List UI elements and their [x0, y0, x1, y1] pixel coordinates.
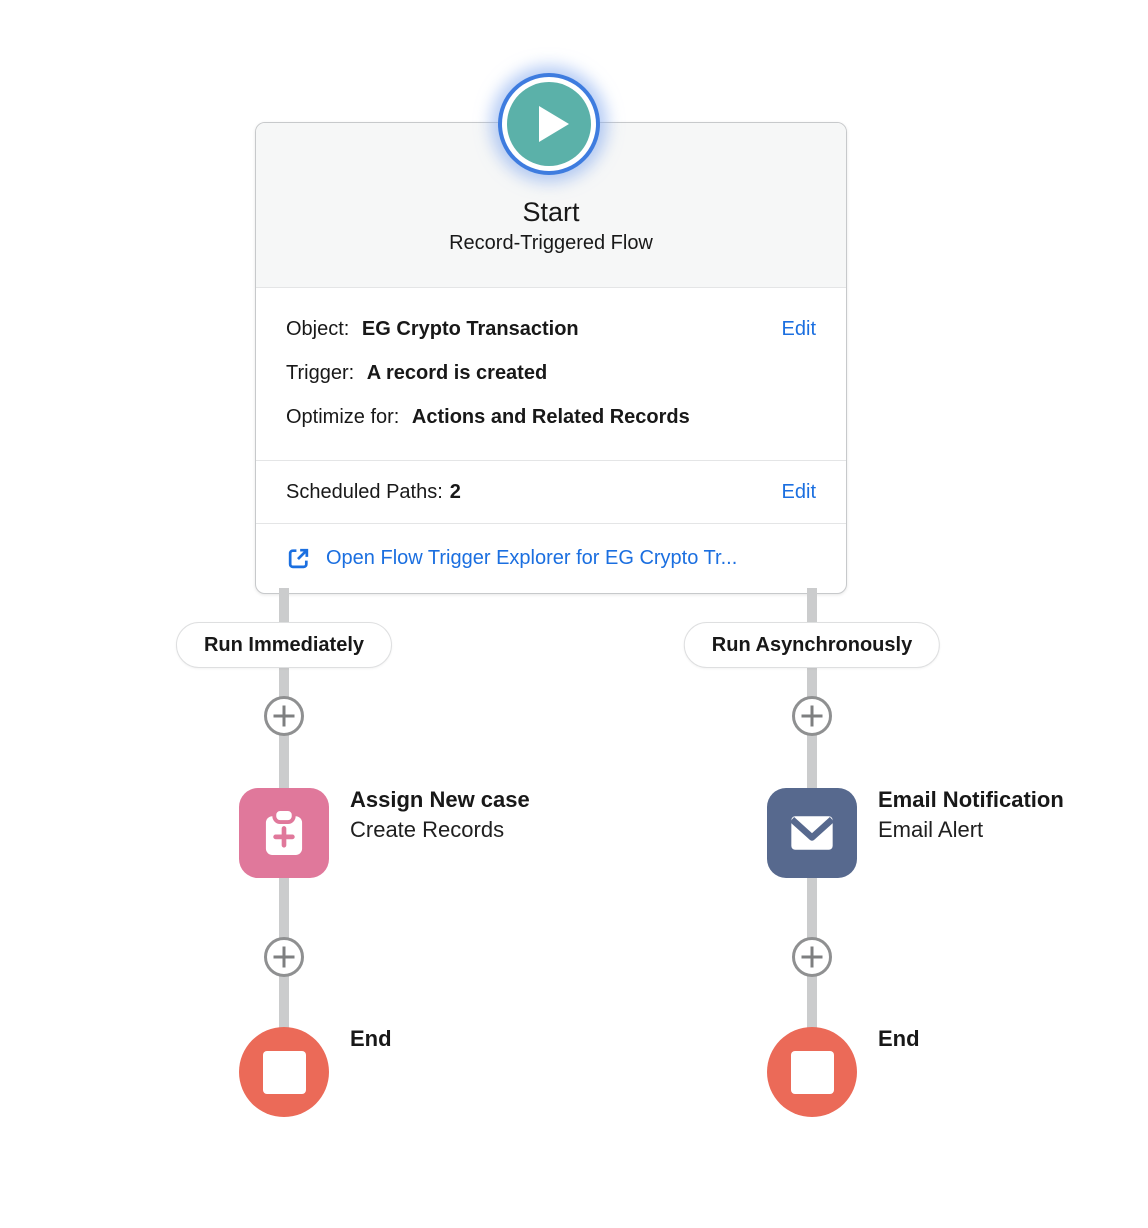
detail-row-trigger: Trigger: A record is created — [286, 351, 816, 395]
scheduled-paths-label: Scheduled Paths: — [286, 480, 443, 503]
optimize-label: Optimize for: — [286, 406, 400, 428]
detail-row-object: Object: EG Crypto Transaction — [286, 307, 816, 351]
plus-icon — [795, 699, 829, 733]
end-node — [239, 1027, 329, 1117]
create-records-icon — [253, 802, 315, 864]
detail-row-optimize: Optimize for: Actions and Related Record… — [286, 395, 816, 439]
node-title: Email Notification — [878, 787, 1064, 812]
branch-label-run-asynchronously: Run Asynchronously — [683, 622, 941, 668]
edit-scheduled-paths-button[interactable]: Edit — [781, 480, 816, 503]
scheduled-paths-count: 2 — [449, 480, 461, 503]
email-alert-icon — [781, 802, 843, 864]
play-button-ring — [502, 77, 596, 171]
start-node-play-button[interactable] — [498, 73, 600, 175]
end-node — [767, 1027, 857, 1117]
optimize-value: Actions and Related Records — [411, 406, 690, 428]
node-labels: Assign New case Create Records — [350, 784, 530, 845]
trigger-label: Trigger: — [286, 362, 355, 384]
end-label: End — [878, 1026, 920, 1051]
start-node-details: Object: EG Crypto Transaction Trigger: A… — [256, 288, 846, 460]
plus-icon — [267, 699, 301, 733]
play-button-face — [507, 82, 591, 166]
branch-label-run-immediately: Run Immediately — [175, 622, 393, 668]
scheduled-paths-text: Scheduled Paths: 2 — [286, 481, 461, 504]
add-element-button[interactable] — [792, 696, 832, 736]
node-subtitle: Email Alert — [878, 817, 984, 842]
add-element-button[interactable] — [264, 937, 304, 977]
start-node-title: Start — [522, 197, 580, 227]
add-element-button[interactable] — [264, 696, 304, 736]
plus-icon — [267, 940, 301, 974]
object-value: EG Crypto Transaction — [361, 318, 579, 340]
node-assign-new-case[interactable] — [239, 788, 329, 878]
node-title: Assign New case — [350, 787, 530, 812]
add-element-button[interactable] — [792, 937, 832, 977]
plus-icon — [795, 940, 829, 974]
external-link-icon — [286, 546, 311, 571]
scheduled-paths-row: Scheduled Paths: 2 Edit — [256, 460, 846, 523]
end-icon — [790, 1050, 834, 1094]
flow-trigger-explorer-row: Open Flow Trigger Explorer for EG Crypto… — [256, 523, 846, 593]
end-icon — [262, 1050, 306, 1094]
object-label: Object: — [286, 318, 350, 340]
edit-trigger-button[interactable]: Edit — [781, 318, 816, 340]
node-labels: Email Notification Email Alert — [878, 784, 1064, 845]
end-label: End — [350, 1026, 392, 1051]
play-icon — [539, 106, 569, 142]
node-subtitle: Create Records — [350, 817, 505, 842]
trigger-value: A record is created — [366, 362, 548, 384]
node-email-notification[interactable] — [767, 788, 857, 878]
open-flow-trigger-explorer-link[interactable]: Open Flow Trigger Explorer for EG Crypto… — [326, 547, 738, 569]
start-node-subtitle: Record-Triggered Flow — [449, 232, 653, 254]
